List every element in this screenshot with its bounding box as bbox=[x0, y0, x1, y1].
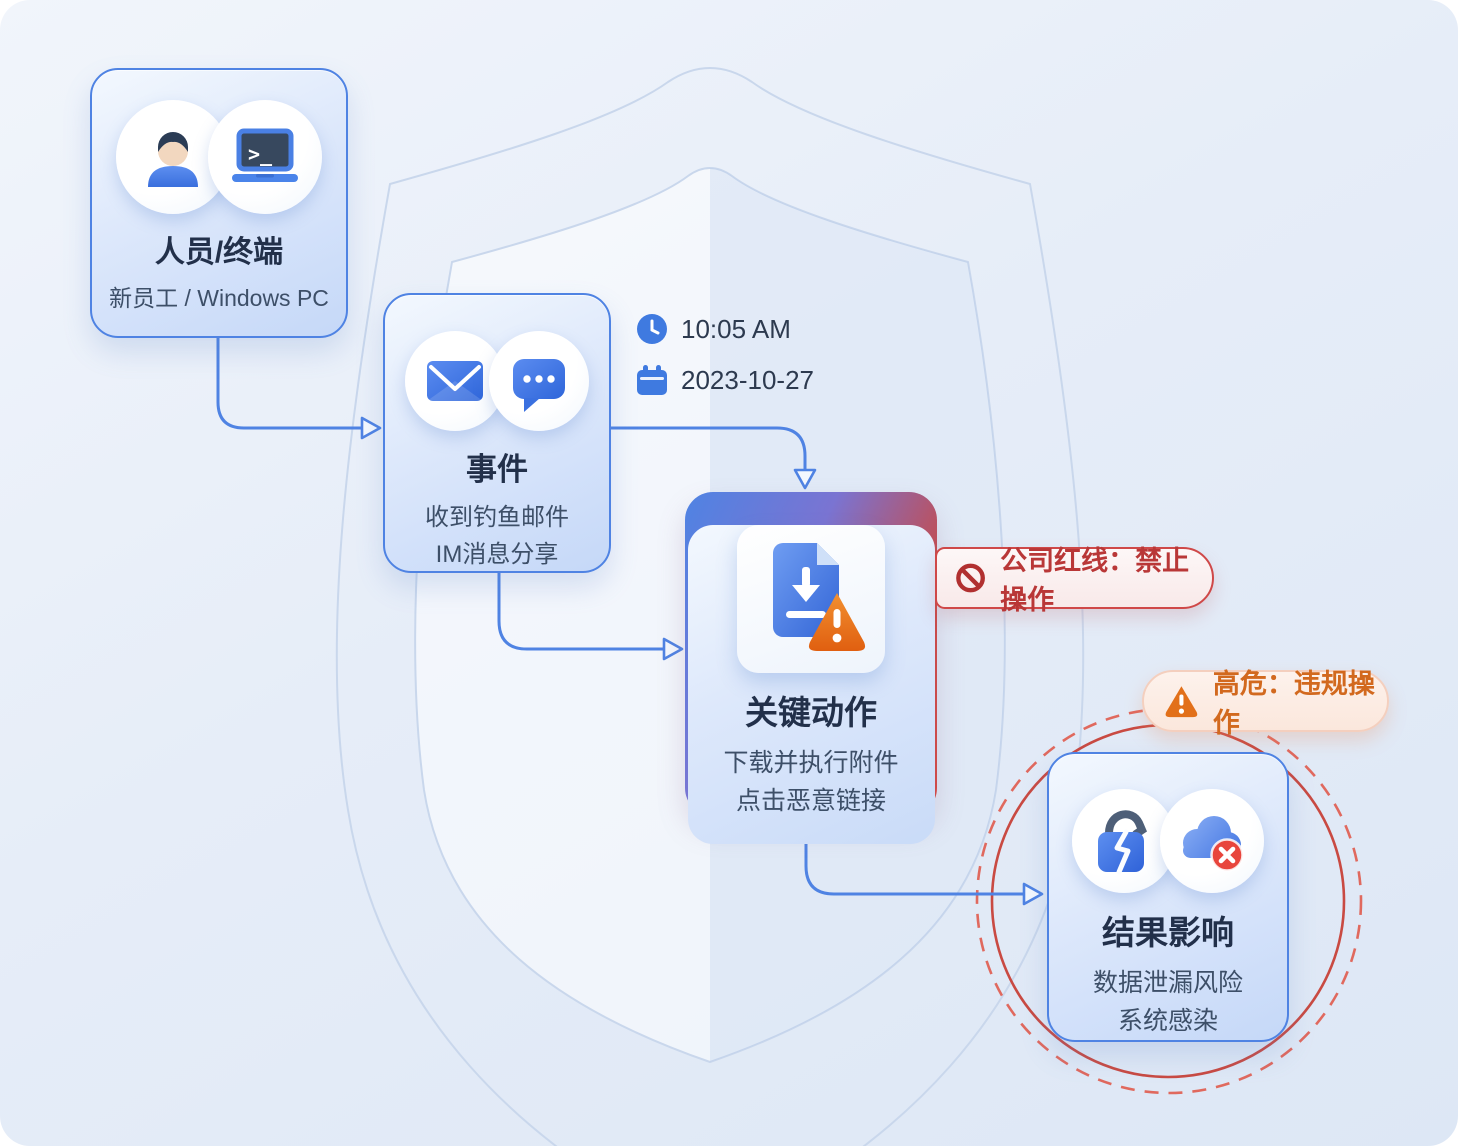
event-date: 2023-10-27 bbox=[681, 364, 814, 395]
action-details: 下载并执行附件 点击恶意链接 bbox=[688, 744, 935, 820]
high-risk-callout: 高危：违规操作 bbox=[1142, 669, 1389, 738]
impact-title: 结果影响 bbox=[1102, 914, 1234, 951]
impact-line-1: 数据泄漏风险 bbox=[1092, 969, 1243, 997]
high-risk-callout-text: 高危：违规操作 bbox=[1212, 669, 1375, 738]
node-event-card: 事件 收到钓鱼邮件 IM消息分享 bbox=[383, 293, 611, 573]
warning-triangle-icon bbox=[1165, 686, 1198, 718]
arrowhead-down-icon bbox=[793, 468, 817, 490]
action-line-2: 点击恶意链接 bbox=[735, 786, 886, 815]
actor-subtitle: 新员工 / Windows PC bbox=[109, 285, 329, 311]
arrowhead-right-icon bbox=[360, 416, 382, 440]
event-line-2: IM消息分享 bbox=[435, 541, 559, 568]
download-file-warning-icon bbox=[737, 524, 885, 673]
event-time: 10:05 AM bbox=[681, 313, 791, 344]
arrow-actor-to-event bbox=[216, 336, 364, 430]
actor-title: 人员/终端 bbox=[154, 236, 284, 269]
clock-icon bbox=[637, 314, 667, 344]
arrow-event-to-action-left bbox=[497, 571, 665, 651]
forbidden-callout: 公司红线：禁止操作 bbox=[935, 546, 1214, 615]
email-icon bbox=[405, 331, 505, 431]
impact-details: 数据泄漏风险 系统感染 bbox=[1049, 964, 1287, 1040]
action-title: 关键动作 bbox=[745, 693, 877, 731]
event-date-row: 2023-10-27 bbox=[636, 364, 814, 396]
event-details: 收到钓鱼邮件 IM消息分享 bbox=[385, 499, 609, 573]
no-entry-icon bbox=[956, 563, 985, 593]
action-line-1: 下载并执行附件 bbox=[723, 748, 899, 777]
calendar-icon bbox=[637, 365, 667, 395]
terminal-laptop-icon: >_ bbox=[208, 100, 322, 214]
broken-lock-icon bbox=[1072, 789, 1176, 893]
arrowhead-right-icon bbox=[1022, 882, 1044, 906]
chat-bubble-icon bbox=[489, 331, 589, 431]
event-icon-row bbox=[385, 295, 609, 431]
node-action-card: 关键动作 下载并执行附件 点击恶意链接 bbox=[685, 492, 937, 844]
event-time-row: 10:05 AM bbox=[636, 313, 791, 345]
arrow-event-to-action-top bbox=[608, 426, 807, 471]
node-impact-card: 结果影响 数据泄漏风险 系统感染 bbox=[1047, 752, 1289, 1042]
cloud-error-icon bbox=[1160, 789, 1264, 893]
actor-icon-row: >_ bbox=[92, 70, 346, 214]
event-title: 事件 bbox=[466, 452, 528, 487]
node-actor-card: >_ 人员/终端 新员工 / Windows PC bbox=[90, 68, 348, 338]
arrowhead-right-icon bbox=[662, 637, 684, 661]
impact-line-2: 系统感染 bbox=[1117, 1007, 1218, 1035]
svg-text:>_: >_ bbox=[248, 142, 273, 166]
event-line-1: 收到钓鱼邮件 bbox=[425, 504, 569, 531]
forbidden-callout-text: 公司红线：禁止操作 bbox=[1000, 546, 1190, 615]
impact-icon-row bbox=[1049, 754, 1287, 893]
